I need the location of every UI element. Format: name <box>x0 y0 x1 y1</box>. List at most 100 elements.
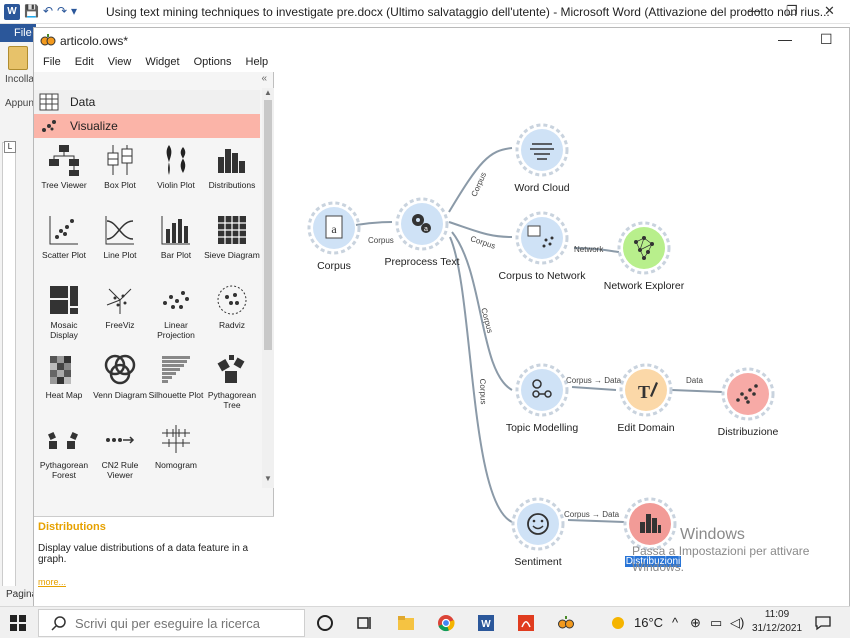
menu-edit[interactable]: Edit <box>74 56 94 68</box>
widget-scatter-plot[interactable]: Scatter Plot <box>36 212 92 260</box>
mosaic-display-icon <box>46 282 82 318</box>
scroll-down-icon[interactable]: ▼ <box>264 474 272 483</box>
widget-box-plot[interactable]: Box Plot <box>92 142 148 190</box>
widget-heat-map[interactable]: Heat Map <box>36 352 92 400</box>
widget-venn-diagram[interactable]: Venn Diagram <box>92 352 148 400</box>
tray-bluetooth-icon[interactable]: ⊕ <box>690 615 701 630</box>
pythagorean-tree-icon <box>214 352 250 388</box>
orange-window-title: articolo.ows* <box>60 34 129 48</box>
word-restore-button[interactable]: ❐ <box>786 3 798 18</box>
link-label-edit-distr: Data <box>686 376 703 385</box>
word-file-tab[interactable]: File <box>0 24 36 42</box>
description-more-link[interactable]: more... <box>38 577 67 587</box>
orange-logo-icon <box>40 34 56 46</box>
linear-projection-icon <box>158 282 194 318</box>
scroll-thumb[interactable] <box>264 100 272 350</box>
file-explorer-icon[interactable] <box>397 614 415 632</box>
line-plot-icon <box>102 212 138 248</box>
svg-text:a: a <box>424 226 428 233</box>
menu-view[interactable]: View <box>107 56 132 68</box>
widget-pythagorean-forest[interactable]: Pythagorean Forest <box>36 422 92 480</box>
node-topic-modelling[interactable]: Topic Modelling <box>506 360 578 434</box>
toolbox-scrollbar[interactable]: ▲ ▼ <box>262 88 274 488</box>
widget-cn2-rule-viewer[interactable]: CN2 Rule Viewer <box>92 422 148 480</box>
node-preprocess-text[interactable]: a Preprocess Text <box>384 194 460 268</box>
widget-pythagorean-tree[interactable]: Pythagorean Tree <box>204 352 260 410</box>
workflow-canvas[interactable]: Corpus Corpus Corpus Network Corpus Corp… <box>274 72 849 608</box>
node-distribuzioni-label[interactable]: Distribuzioni <box>625 556 681 567</box>
widget-freeviz[interactable]: FreeViz <box>92 282 148 330</box>
weather-sun-icon[interactable] <box>609 614 627 632</box>
cn2-rule-viewer-icon <box>102 422 138 458</box>
windows-activation-watermark: Windows Passa a Impostazioni per attivar… <box>632 526 810 575</box>
widget-distributions[interactable]: Distributions <box>204 142 260 190</box>
taskbar-clock[interactable]: 11:09 31/12/2021 <box>750 608 804 636</box>
acrobat-icon[interactable] <box>517 614 535 632</box>
word-taskbar-icon[interactable]: W <box>477 614 495 632</box>
widget-mosaic-display[interactable]: Mosaic Display <box>36 282 92 340</box>
widget-radviz[interactable]: Radviz <box>204 282 260 330</box>
menu-widget[interactable]: Widget <box>145 56 180 68</box>
category-data[interactable]: Data <box>34 90 260 114</box>
orange-minimize-button[interactable]: — <box>778 31 792 47</box>
tray-chevron-icon[interactable]: ^ <box>672 615 679 630</box>
distribuzioni-bar-icon <box>623 497 677 551</box>
menu-file[interactable]: File <box>43 56 61 68</box>
node-distribuzione[interactable]: Distribuzione <box>718 364 778 438</box>
node-corpus-to-network-label: Corpus to Network <box>498 270 586 282</box>
menu-help[interactable]: Help <box>245 56 269 68</box>
widget-sieve-diagram[interactable]: Sieve Diagram <box>204 212 260 260</box>
freeviz-icon <box>102 282 138 318</box>
taskbar-search-box[interactable] <box>38 609 305 637</box>
node-word-cloud[interactable]: Word Cloud <box>512 120 572 194</box>
widget-tree-viewer[interactable]: Tree Viewer <box>36 142 92 190</box>
box-plot-icon <box>102 142 138 178</box>
widget-line-plot[interactable]: Line Plot <box>92 212 148 260</box>
word-close-button[interactable]: ✕ <box>824 3 835 18</box>
orange-maximize-button[interactable]: ☐ <box>820 31 833 47</box>
widget-bar-plot[interactable]: Bar Plot <box>148 212 204 260</box>
chrome-icon[interactable] <box>437 614 455 632</box>
task-view-icon[interactable] <box>356 614 374 632</box>
orange-taskbar-icon[interactable] <box>557 614 575 632</box>
widget-linear-projection[interactable]: Linear Projection <box>148 282 204 340</box>
quick-access-toolbar[interactable]: 💾↶↷▾ <box>24 4 82 18</box>
collapse-toolbox-button[interactable]: « <box>261 73 267 84</box>
widget-violin-plot[interactable]: Violin Plot <box>148 142 204 190</box>
incolla-label[interactable]: Incolla <box>5 74 34 85</box>
venn-diagram-icon <box>102 352 138 388</box>
scroll-up-icon[interactable]: ▲ <box>264 88 272 97</box>
link-network-explorer <box>573 247 620 253</box>
node-edit-domain[interactable]: T Edit Domain <box>616 360 676 434</box>
nomogram-icon <box>158 422 194 458</box>
windows-start-icon[interactable] <box>10 615 26 631</box>
sieve-diagram-icon <box>214 212 250 248</box>
heat-map-icon <box>46 352 82 388</box>
node-edit-domain-label: Edit Domain <box>617 422 675 434</box>
cortana-icon[interactable] <box>316 614 334 632</box>
widget-nomogram[interactable]: Nomogram <box>148 422 204 470</box>
node-corpus[interactable]: a Corpus <box>304 198 364 272</box>
bar-plot-icon <box>158 212 194 248</box>
temperature-text[interactable]: 16°C <box>634 615 664 630</box>
tray-network-icon[interactable]: ▭ <box>710 615 723 630</box>
node-sentiment[interactable]: Sentiment <box>508 494 568 568</box>
word-minimize-button[interactable]: — <box>748 3 761 18</box>
link-edit-distribuzione <box>671 389 723 393</box>
edit-domain-icon: T <box>619 363 673 417</box>
widget-silhouette-plot[interactable]: Silhouette Plot <box>148 352 204 400</box>
category-visualize[interactable]: Visualize <box>34 114 260 138</box>
notifications-icon[interactable] <box>814 614 832 632</box>
paste-icon[interactable] <box>8 46 28 70</box>
node-distribuzioni[interactable]: Distribuzioni <box>620 494 681 567</box>
preprocess-gears-icon: a <box>395 197 449 251</box>
node-corpus-to-network[interactable]: Corpus to Network <box>499 208 585 282</box>
tab-selector[interactable]: L <box>4 141 16 153</box>
orange-window: articolo.ows* — ☐ File Edit View Widget … <box>33 27 850 608</box>
search-input[interactable] <box>75 615 295 631</box>
tree-viewer-icon <box>46 142 82 178</box>
tray-volume-icon[interactable]: ◁) <box>730 615 745 630</box>
menu-options[interactable]: Options <box>193 56 232 68</box>
node-network-explorer[interactable]: Network Explorer <box>604 218 684 292</box>
node-sentiment-label: Sentiment <box>514 556 562 568</box>
